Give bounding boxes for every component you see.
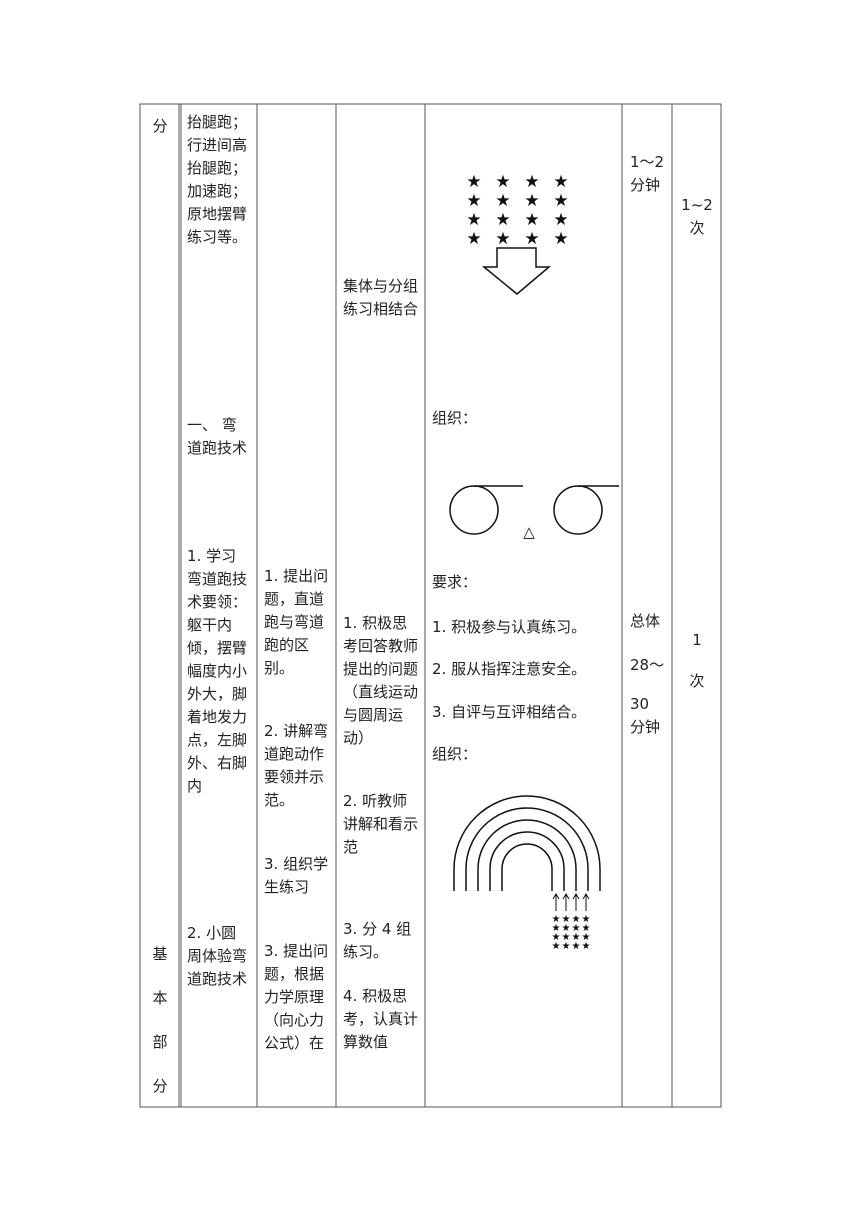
star-icon: ★	[466, 210, 481, 230]
org-label-2: 组织：	[432, 745, 477, 763]
star-icon: ★	[562, 941, 571, 952]
section-char: 分	[152, 1077, 168, 1095]
star-icon: ★	[524, 229, 539, 249]
star-icon: ★	[552, 923, 561, 934]
time-2-label: 总体	[630, 612, 661, 630]
star-icon: ★	[524, 172, 539, 192]
section-char: 基	[152, 945, 168, 963]
star-icon: ★	[466, 191, 481, 211]
count-2-unit: 次	[689, 672, 705, 690]
org-label-1: 组织：	[432, 409, 477, 427]
star-icon: ★	[553, 191, 568, 211]
count-2-number: 1	[692, 631, 702, 649]
track-diagram	[453, 795, 601, 891]
star-icon: ★	[582, 932, 591, 943]
star-icon: ★	[553, 172, 568, 192]
time-1: 1～2 分钟	[630, 153, 665, 194]
star-icon: ★	[466, 229, 481, 249]
section-char: 本	[152, 989, 168, 1007]
teacher-item-3: 3. 组织学生练习	[264, 855, 329, 896]
requirement-2: 2. 服从指挥注意安全。	[432, 660, 586, 678]
student-intro: 集体与分组练习相结合	[343, 277, 419, 318]
section-title: 一、 弯道跑技术	[187, 416, 248, 457]
star-icon: ★	[495, 172, 510, 192]
require-label: 要求：	[432, 573, 477, 591]
star-icon: ★	[524, 210, 539, 230]
star-icon: ★	[582, 914, 591, 925]
student-item-1: 1. 积极思考回答教师提出的问题（直线运动与圆周运动）	[343, 614, 419, 747]
student-item-3: 3. 分 4 组练习。	[343, 920, 412, 961]
circle-icon	[553, 485, 603, 535]
star-icon: ★	[572, 923, 581, 934]
star-icon: ★	[552, 914, 561, 925]
time-2-end: 30 分钟	[630, 695, 661, 736]
star-icon: ★	[466, 172, 481, 192]
star-icon: ★	[552, 941, 561, 952]
lane-arrows	[552, 893, 590, 911]
requirement-1: 1. 积极参与认真练习。	[432, 618, 586, 636]
star-icon: ★	[572, 941, 581, 952]
teacher-item-4: 3. 提出问题，根据力学原理（向心力公式）在	[264, 942, 329, 1052]
star-icon: ★	[495, 229, 510, 249]
star-icon: ★	[572, 932, 581, 943]
requirement-3: 3. 自评与互评相结合。	[432, 703, 586, 721]
star-icon: ★	[495, 191, 510, 211]
count-1: 1~2 次	[681, 196, 713, 237]
organization-diagrams: ★ ★ ★ ★ ★ ★ ★ ★ ★ ★ ★ ★ ★ ★ ★ ★ 组织： △ 要求…	[432, 172, 619, 952]
star-formation: ★ ★ ★ ★ ★ ★ ★ ★ ★ ★ ★ ★ ★ ★ ★ ★	[466, 172, 568, 249]
star-icon: ★	[572, 914, 581, 925]
arrow-down-icon	[481, 247, 552, 295]
teacher-item-1: 1. 提出问题，直道跑与弯道跑的区别。	[264, 567, 329, 677]
star-icon: ★	[562, 932, 571, 943]
student-item-2: 2. 听教师讲解和看示范	[343, 792, 419, 856]
star-icon: ★	[582, 923, 591, 934]
star-icon: ★	[562, 923, 571, 934]
content-item-1: 1. 学习弯道跑技术要领：躯干内倾，摆臂幅度内小外大，脚着地发力点，左脚外、右脚…	[187, 547, 248, 795]
star-icon: ★	[553, 229, 568, 249]
star-icon: ★	[495, 210, 510, 230]
star-icon: ★	[562, 914, 571, 925]
star-icon: ★	[553, 210, 568, 230]
section-bottom-label: 基 本 部 分	[150, 932, 170, 1108]
small-star-formation: ★ ★ ★ ★ ★ ★ ★ ★ ★ ★ ★ ★ ★ ★ ★ ★	[552, 914, 591, 952]
content-item-2: 2. 小圆周体验弯道跑技术	[187, 924, 248, 988]
circle-icon	[449, 485, 499, 535]
triangle-icon: △	[523, 523, 535, 541]
time-2-range: 28～	[630, 656, 665, 674]
curve-circles-diagram	[449, 485, 619, 535]
star-icon: ★	[524, 191, 539, 211]
star-icon: ★	[552, 932, 561, 943]
student-item-4: 4. 积极思考，认真计算数值	[343, 987, 419, 1051]
section-char: 部	[152, 1033, 168, 1051]
star-icon: ★	[582, 941, 591, 952]
section-top-char: 分	[152, 117, 168, 135]
warmup-text: 抬腿跑；行进间高抬腿跑；加速跑；原地摆臂练习等。	[187, 113, 248, 246]
teacher-item-2: 2. 讲解弯道跑动作要领并示范。	[264, 722, 329, 809]
